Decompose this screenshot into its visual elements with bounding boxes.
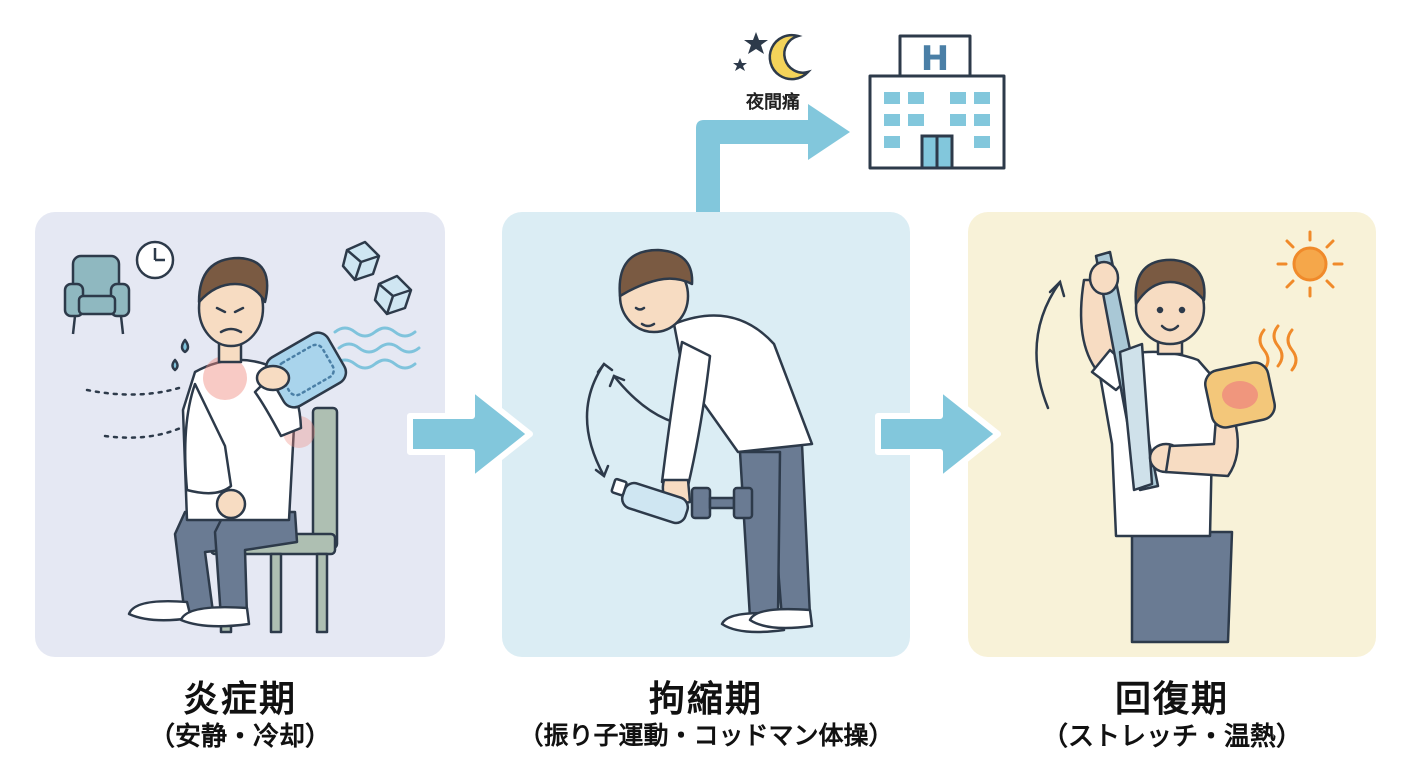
panel-frozen-phase bbox=[502, 212, 910, 657]
heat-pack-icon bbox=[1204, 361, 1276, 429]
clock-icon bbox=[135, 240, 175, 280]
phase-title-frozen: 拘縮期 bbox=[648, 679, 763, 720]
phase-subtitle-frozen: （振り子運動・コッドマン体操） bbox=[518, 721, 894, 750]
standing-person bbox=[1079, 250, 1276, 644]
hospital-sign: H bbox=[921, 39, 949, 79]
phase-subtitle-recovery: （ストレッチ・温熱） bbox=[1041, 722, 1302, 752]
cold-waves-icon bbox=[333, 326, 421, 370]
sitting-person bbox=[127, 256, 348, 628]
moon-icon bbox=[768, 33, 812, 81]
panel-recovery-phase bbox=[968, 212, 1376, 657]
heat-waves-icon bbox=[1258, 324, 1298, 372]
hospital-icon: H bbox=[868, 34, 1006, 170]
flow-arrow-1 bbox=[407, 385, 533, 483]
bending-person bbox=[610, 248, 814, 634]
star-icon bbox=[733, 32, 768, 71]
recovery-illustration bbox=[1035, 230, 1344, 644]
towel-icon bbox=[1094, 250, 1160, 492]
raise-arrow-icon bbox=[1035, 279, 1066, 410]
water-bottle-icon bbox=[610, 477, 690, 525]
panel-inflammation-phase bbox=[35, 212, 445, 657]
phase-subtitle-inflammation: （安静・冷却） bbox=[148, 722, 331, 752]
armchair-icon bbox=[63, 254, 131, 335]
dumbbell-icon bbox=[690, 486, 754, 520]
phase-title-inflammation: 炎症期 bbox=[182, 679, 297, 720]
inflammation-illustration bbox=[63, 240, 421, 634]
frozen-illustration bbox=[585, 248, 814, 634]
flow-arrow-2 bbox=[875, 385, 1001, 483]
ice-cube-icon bbox=[341, 240, 413, 316]
sun-icon bbox=[1276, 230, 1344, 298]
night-pain-label: 夜間痛 bbox=[746, 92, 800, 113]
motion-lines-icon bbox=[85, 386, 187, 439]
phase-title-recovery: 回復期 bbox=[1114, 679, 1229, 720]
night-icons bbox=[733, 32, 812, 81]
branch-arrow bbox=[696, 104, 850, 212]
